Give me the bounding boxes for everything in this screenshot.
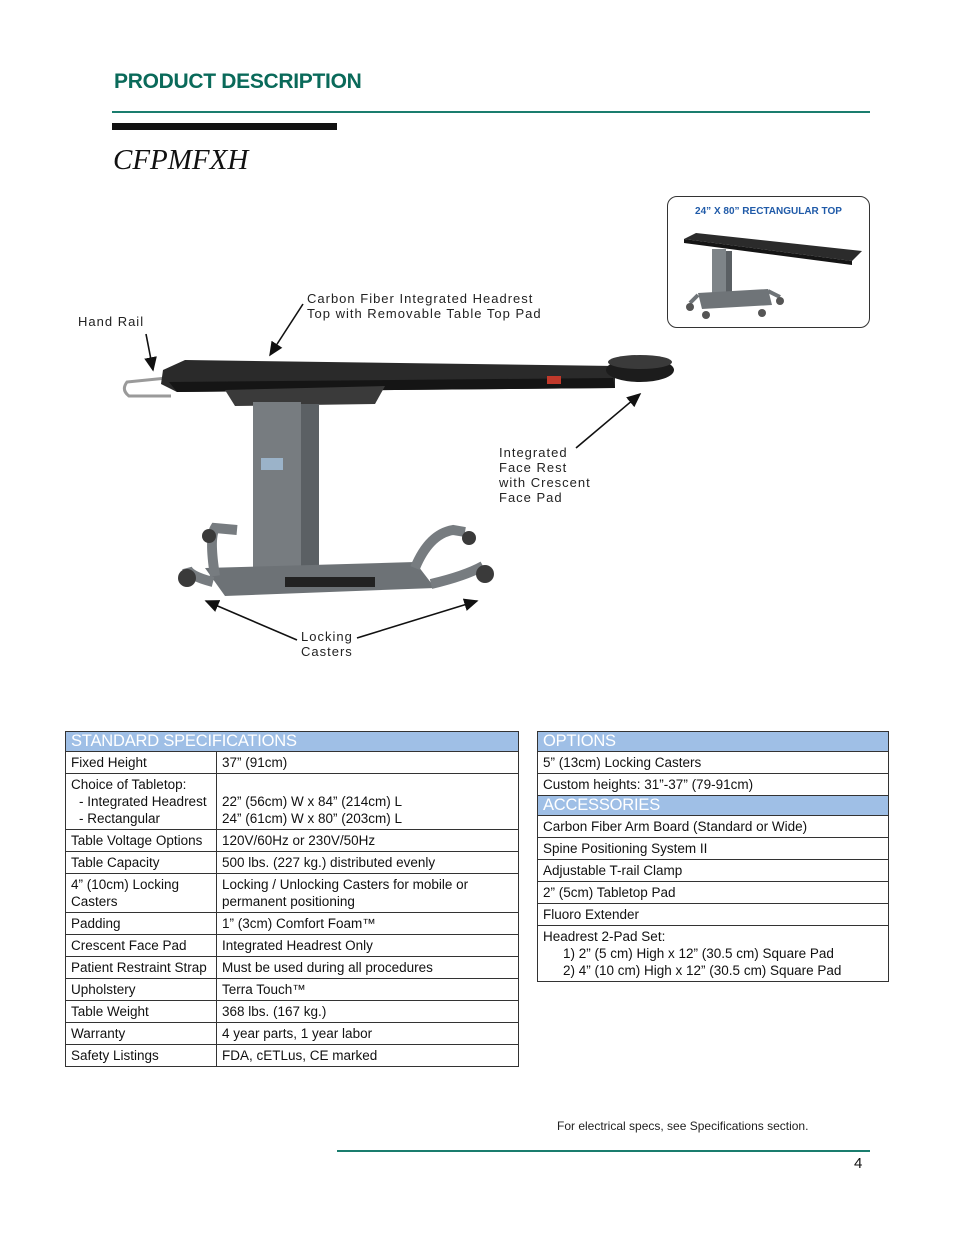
accessory-item: Adjustable T-rail Clamp	[537, 859, 889, 882]
bottom-divider	[337, 1150, 870, 1152]
electrical-specs-note: For electrical specs, see Specifications…	[557, 1119, 809, 1133]
table-row: Choice of Tabletop: - Integrated Headres…	[65, 773, 519, 830]
spec-value: 1” (3cm) Comfort Foam™	[216, 912, 519, 935]
product-table-image	[85, 330, 685, 630]
spec-label: Crescent Face Pad	[65, 934, 217, 957]
accent-bar	[112, 123, 337, 130]
spec-value: Locking / Unlocking Casters for mobile o…	[216, 873, 519, 913]
tabletop-rectangular-size: 24” (61cm) W x 80” (203cm) L	[222, 811, 403, 826]
column	[253, 402, 301, 592]
headrest-pad-2: 2) 4” (10 cm) High x 12” (30.5 cm) Squar…	[563, 963, 842, 978]
inset-label: 24” X 80” RECTANGULAR TOP	[695, 206, 842, 217]
table-row: Custom heights: 31”-37” (79-91cm)	[537, 773, 889, 796]
spec-value: 37” (91cm)	[216, 751, 519, 774]
spec-value: 120V/60Hz or 230V/50Hz	[216, 829, 519, 852]
table-row: Table Voltage Options 120V/60Hz or 230V/…	[65, 829, 519, 852]
table-row: Headrest 2-Pad Set: 1) 2” (5 cm) High x …	[537, 925, 889, 982]
table-row: Upholstery Terra Touch™	[65, 978, 519, 1001]
tabletop-option-headrest: - Integrated Headrest	[79, 794, 207, 809]
table-row: 2” (5cm) Tabletop Pad	[537, 881, 889, 904]
accessory-item: 2” (5cm) Tabletop Pad	[537, 881, 889, 904]
spec-label: Warranty	[65, 1022, 217, 1045]
spec-value: 368 lbs. (167 kg.)	[216, 1000, 519, 1023]
spec-value: FDA, cETLus, CE marked	[216, 1044, 519, 1067]
rectangular-table-image	[684, 233, 862, 319]
tabletop-headrest-size: 22” (56cm) W x 84” (214cm) L	[222, 794, 403, 809]
rectangular-top-inset: 24” X 80” RECTANGULAR TOP	[667, 196, 870, 328]
spec-value: 4 year parts, 1 year labor	[216, 1022, 519, 1045]
spec-value: 500 lbs. (227 kg.) distributed evenly	[216, 851, 519, 874]
callout-arrows	[144, 303, 642, 641]
spec-label: 4” (10cm) Locking Casters	[65, 873, 217, 913]
table-row: Table Weight 368 lbs. (167 kg.)	[65, 1000, 519, 1023]
spec-label: Upholstery	[65, 978, 217, 1001]
option-item: 5” (13cm) Locking Casters	[537, 751, 889, 774]
model-title: CFPMFXH	[113, 144, 249, 176]
table-row: Padding 1” (3cm) Comfort Foam™	[65, 912, 519, 935]
table-row: Fluoro Extender	[537, 903, 889, 926]
accessory-item: Fluoro Extender	[537, 903, 889, 926]
callout-headrest-top: Carbon Fiber Integrated Headrest Top wit…	[307, 291, 542, 321]
options-accessories-table: OPTIONS 5” (13cm) Locking Casters Custom…	[537, 731, 889, 982]
accessory-item: Spine Positioning System II	[537, 837, 889, 860]
callout-hand-rail: Hand Rail	[78, 314, 145, 329]
page-number: 4	[854, 1155, 863, 1172]
spec-label: Table Voltage Options	[65, 829, 217, 852]
spec-label: Padding	[65, 912, 217, 935]
table-row: 5” (13cm) Locking Casters	[537, 751, 889, 774]
headrest-pad-1: 1) 2” (5 cm) High x 12” (30.5 cm) Square…	[563, 946, 834, 961]
section-heading: PRODUCT DESCRIPTION	[114, 70, 362, 93]
accessory-item: Headrest 2-Pad Set: 1) 2” (5 cm) High x …	[537, 925, 889, 982]
callout-face-rest: Integrated Face Rest with Crescent Face …	[499, 445, 591, 505]
spec-value: Integrated Headrest Only	[216, 934, 519, 957]
spec-label: Fixed Height	[65, 751, 217, 774]
options-title: OPTIONS	[537, 731, 889, 752]
spec-label: Choice of Tabletop: - Integrated Headres…	[65, 773, 217, 830]
hand-rail	[122, 376, 171, 398]
accessories-title: ACCESSORIES	[537, 795, 889, 816]
callout-casters: Locking Casters	[301, 629, 353, 659]
table-row: Crescent Face Pad Integrated Headrest On…	[65, 934, 519, 957]
headrest-set-title: Headrest 2-Pad Set:	[543, 929, 666, 944]
standard-specifications-table: STANDARD SPECIFICATIONS Fixed Height 37”…	[65, 731, 519, 1067]
option-item: Custom heights: 31”-37” (79-91cm)	[537, 773, 889, 796]
accessory-item: Carbon Fiber Arm Board (Standard or Wide…	[537, 815, 889, 838]
spec-label: Patient Restraint Strap	[65, 956, 217, 979]
table-row: 4” (10cm) Locking Casters Locking / Unlo…	[65, 873, 519, 913]
spec-label: Safety Listings	[65, 1044, 217, 1067]
table-row: Spine Positioning System II	[537, 837, 889, 860]
spec-value: Must be used during all procedures	[216, 956, 519, 979]
spec-value: 22” (56cm) W x 84” (214cm) L 24” (61cm) …	[216, 773, 519, 830]
spec-label: Table Weight	[65, 1000, 217, 1023]
tabletop-option-rectangular: - Rectangular	[79, 811, 161, 826]
table-row: Adjustable T-rail Clamp	[537, 859, 889, 882]
table-row: Warranty 4 year parts, 1 year labor	[65, 1022, 519, 1045]
spec-table-title: STANDARD SPECIFICATIONS	[65, 731, 519, 752]
spec-value: Terra Touch™	[216, 978, 519, 1001]
table-row: Fixed Height 37” (91cm)	[65, 751, 519, 774]
tabletop-choice-label: Choice of Tabletop:	[71, 777, 187, 792]
caster-wheels	[178, 529, 494, 587]
table-row: Patient Restraint Strap Must be used dur…	[65, 956, 519, 979]
table-row: Safety Listings FDA, cETLus, CE marked	[65, 1044, 519, 1067]
table-row: Carbon Fiber Arm Board (Standard or Wide…	[537, 815, 889, 838]
spec-label: Table Capacity	[65, 851, 217, 874]
top-divider	[112, 111, 870, 113]
table-row: Table Capacity 500 lbs. (227 kg.) distri…	[65, 851, 519, 874]
